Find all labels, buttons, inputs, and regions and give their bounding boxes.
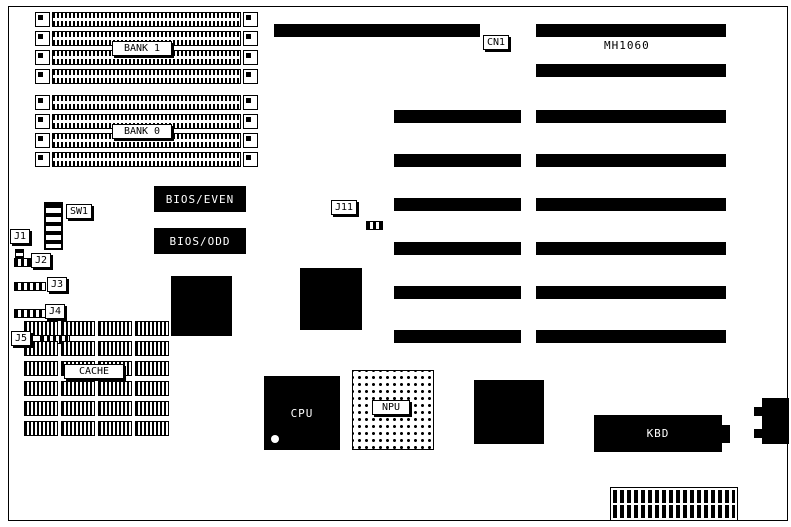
cache-chip [61,381,95,396]
keyboard-connector [762,398,789,444]
cache-chip [135,321,169,336]
cache-chip [61,321,95,336]
simm-slot-5 [35,95,258,110]
kbd-controller-chip: KBD [594,415,722,452]
cache-chip [24,401,58,416]
bus-slot [536,154,726,167]
bus-slot [536,286,726,299]
connector-pin-row [613,505,735,518]
slot-end-cap [243,95,258,110]
j4-jumper [14,309,46,318]
cn1-slot [274,24,480,37]
bus-slot [394,286,521,299]
bank1-label: BANK 1 [112,41,172,56]
slot-end-cap [35,114,50,129]
cache-chip [61,421,95,436]
cache-chip [24,341,58,356]
slot-end-cap [243,152,258,167]
power-connector [610,487,738,521]
slot-end-cap [35,133,50,148]
j1-label: J1 [10,229,31,244]
cpu-chip: CPU [264,376,340,450]
keyboard-connector-pin [754,429,763,438]
slot-pins [52,69,241,84]
board-model-label: MH1060 [604,39,650,52]
cache-chip [24,421,58,436]
simm-slot-2 [35,31,258,46]
cpu-pin1-dot [271,435,279,443]
slot-end-cap [243,12,258,27]
slot-end-cap [35,95,50,110]
slot-end-cap [243,133,258,148]
cache-chip [98,381,132,396]
cache-chip [135,381,169,396]
j3-label: J3 [47,277,68,292]
bank0-label: BANK 0 [112,124,172,139]
cache-chip [24,361,58,376]
slot-end-cap [35,152,50,167]
slot-end-cap [243,31,258,46]
cache-chip [135,401,169,416]
npu-label: NPU [372,400,410,415]
slot-pins [52,12,241,27]
bus-slot [394,330,521,343]
cache-chip [98,321,132,336]
qfp-chip-3 [474,380,544,444]
bus-slot [536,330,726,343]
simm-slot-1 [35,12,258,27]
cache-chip [61,401,95,416]
j2-label: J2 [31,253,52,268]
board-frame [8,6,788,521]
npu-socket: NPU [352,370,434,450]
connector-pin-row [613,490,735,503]
bus-slot [536,24,726,37]
cache-chip [135,421,169,436]
slot-end-cap [35,31,50,46]
qfp-chip-1 [171,276,232,336]
j3-jumper [14,282,46,291]
cache-label: CACHE [64,364,124,379]
cache-chip [24,381,58,396]
bios-odd-chip: BIOS/ODD [154,228,246,254]
bus-slot [394,154,521,167]
j5-label: J5 [11,331,32,346]
j11-jumper [366,221,383,230]
bus-slot [394,242,521,255]
cache-chip [61,341,95,356]
cn1-label: CN1 [483,35,510,50]
cache-chip [135,341,169,356]
cache-chip [98,421,132,436]
slot-end-cap [243,69,258,84]
j4-label: J4 [45,304,66,319]
slot-end-cap [35,50,50,65]
j11-label: J11 [331,200,358,215]
sw1-label: SW1 [66,204,93,219]
cache-chip [98,341,132,356]
qfp-chip-2 [300,268,362,330]
cache-chip [98,401,132,416]
slot-end-cap [243,50,258,65]
sw1-dip-switch [44,202,63,250]
cache-chip [24,321,58,336]
slot-end-cap [243,114,258,129]
bus-slot [536,110,726,123]
bus-slot [394,198,521,211]
bus-slot [536,198,726,211]
simm-slot-4 [35,69,258,84]
kbd-chip-tab [722,425,730,443]
j2-jumper [14,258,31,267]
slot-pins [52,152,241,167]
bus-slot [536,242,726,255]
cpu-label: CPU [290,406,314,420]
slot-end-cap [35,69,50,84]
cache-chip [135,361,169,376]
slot-pins [52,95,241,110]
bios-even-chip: BIOS/EVEN [154,186,246,212]
slot-end-cap [35,12,50,27]
simm-slot-8 [35,152,258,167]
bus-slot [536,64,726,77]
keyboard-connector-pin [754,407,763,416]
bus-slot [394,110,521,123]
